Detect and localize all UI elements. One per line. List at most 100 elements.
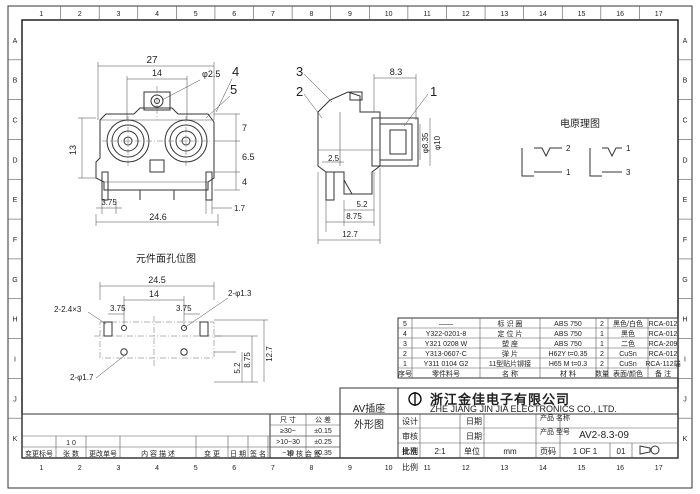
dim-3-75: 3.75	[101, 198, 117, 207]
bom-cell: CuSn	[619, 351, 637, 358]
border-col-label-bottom: 7	[271, 465, 275, 472]
dim-8-75: 8.75	[346, 212, 362, 221]
border-row-label-right: E	[683, 197, 688, 204]
dim-7: 7	[242, 123, 247, 133]
border-col-label-bottom: 4	[155, 465, 159, 472]
dim-24-6: 24.6	[149, 212, 167, 222]
label-date-2: 日期	[466, 432, 482, 441]
title-block-bottom-cell: 2:1	[434, 447, 446, 456]
bom-cell: 4	[403, 331, 407, 338]
border-col-label: 2	[78, 11, 82, 18]
dim-2-5: 2.5	[328, 154, 340, 163]
border-col-label: 14	[539, 11, 547, 18]
bom-cell: RCA-012	[649, 331, 678, 338]
bom-header-cell: 数量	[595, 369, 609, 378]
schematic-pin-3: 3	[626, 168, 631, 177]
dim-27: 27	[146, 55, 158, 66]
hole-pattern-view: 元件面孔位图 24.5 14 3.75 3.75 2-2.4×3 2-φ1.3 …	[54, 252, 274, 383]
company-name-en: ZHE JIANG JIN JIA ELECTRONICS CO., LTD.	[430, 404, 617, 414]
bom-cell: Y313-0607-C	[425, 351, 467, 358]
border-col-label-bottom: 11	[424, 465, 431, 472]
border-col-label: 8	[309, 11, 313, 18]
schematic-pin-1: 1	[566, 168, 571, 177]
company-name-cn: 浙江金佳电子有限公司	[430, 392, 570, 407]
dim-13: 13	[68, 145, 78, 155]
callout-4: 4	[232, 64, 239, 79]
bom-cell: ——	[439, 321, 453, 328]
border-col-label: 12	[462, 11, 470, 18]
tolerance-cell: ~10	[282, 450, 294, 457]
bom-cell: Y322-0201-8	[426, 331, 467, 338]
border-row-label: I	[14, 356, 16, 363]
bom-cell: RCA-012	[649, 321, 678, 328]
border-labels: 1122334455667788991010111112121313141415…	[8, 6, 692, 472]
dim-5-2: 5.2	[356, 200, 368, 209]
title-block-bottom-cell: 1 OF 1	[573, 447, 598, 456]
revision-cell: 1 0	[66, 440, 76, 447]
title-block-bottom-cell: 01	[617, 447, 626, 456]
product-title-line2: 外形图	[354, 419, 384, 431]
border-row-label-right: H	[682, 317, 687, 324]
revision-header: 签 名	[250, 449, 266, 458]
dim-6-5: 6.5	[242, 152, 255, 162]
dim-12-7: 12.7	[342, 230, 358, 239]
product-title-line1: AV插座	[353, 402, 386, 415]
dim-3-75-left: 3.75	[110, 304, 126, 313]
bom-cell: ABS 750	[554, 341, 582, 348]
revision-header: 内 容 描 述	[141, 449, 175, 458]
company-band: 浙江金佳电子有限公司 ZHE JIANG JIN JIA ELECTRONICS…	[397, 387, 679, 415]
border-row-label-right: J	[683, 396, 687, 403]
bom-cell: RCA-209	[649, 341, 678, 348]
bom-cell: 标 识 圈	[498, 319, 523, 328]
border-row-label-right: B	[683, 78, 688, 85]
label-date-1: 日期	[466, 417, 482, 426]
tolerance-header: 尺 寸	[280, 415, 296, 424]
dim-8-3: 8.3	[390, 67, 403, 77]
bom-cell: 二色	[621, 339, 635, 348]
title-block-bottom-cell: mm	[503, 447, 517, 456]
bom-cell: Y321 0208 W	[425, 341, 468, 348]
border-col-label-bottom: 17	[655, 465, 663, 472]
border-col-label: 9	[348, 11, 352, 18]
border-col-label: 7	[271, 11, 275, 18]
callout-2: 2	[296, 84, 303, 99]
border-row-label: C	[12, 118, 17, 125]
border-col-label-bottom: 1	[39, 465, 43, 472]
inner-frame	[21, 19, 679, 459]
bom-cell: 1	[403, 361, 407, 368]
projection-symbol-icon	[650, 445, 660, 455]
label-product-name: 产品 名称	[540, 413, 570, 422]
bom-cell: 塑 座	[502, 339, 518, 348]
revision-header: 张 数	[63, 449, 79, 458]
schematic-title: 电原理图	[560, 117, 600, 130]
tolerance-cell: ≥30~	[280, 428, 296, 435]
border-row-label: G	[12, 277, 17, 284]
bom-cell: 2	[600, 361, 604, 368]
border-row-label-right: I	[684, 356, 686, 363]
border-col-label: 3	[117, 11, 121, 18]
revision-header: 变更标号	[25, 449, 53, 458]
border-col-label: 13	[500, 11, 508, 18]
border-row-label: F	[13, 237, 17, 244]
dim-phi-10: φ10	[433, 135, 442, 150]
dim-24-5: 24.5	[148, 275, 166, 285]
border-col-label: 6	[232, 11, 236, 18]
dim-14-holes: 14	[149, 289, 159, 299]
border-col-label-bottom: 15	[578, 465, 586, 472]
bom-cell: 弹 片	[502, 349, 518, 358]
bom-cell: 1	[600, 341, 604, 348]
bom-cell: 1	[600, 331, 604, 338]
border-row-label-right: G	[682, 277, 687, 284]
dim-phi25: φ2.5	[202, 69, 220, 79]
label-product-no: 产品 型号	[540, 427, 570, 436]
bom-cell: ABS 750	[554, 331, 582, 338]
label-review: 审核	[402, 431, 418, 441]
title-block-bottom-cell: 页码	[540, 447, 556, 456]
bom-cell: 2	[600, 351, 604, 358]
bom-cell: 2	[403, 351, 407, 358]
border-row-label: K	[13, 436, 18, 443]
dim-3-75-right: 3.75	[176, 304, 192, 313]
revision-header: 变 更	[204, 449, 220, 458]
revision-table: 1 0变更标号张 数更改单号内 容 描 述变 更日 期签 名审 核 会 签	[25, 436, 321, 458]
bom-cell: RCA-112端	[645, 359, 680, 368]
